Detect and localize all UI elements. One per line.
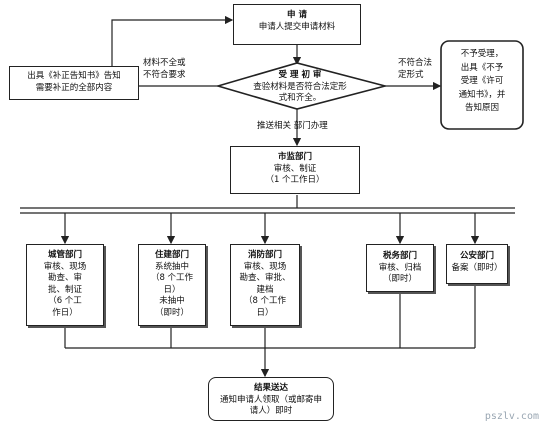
tax-dept-box: 税务部门 审核、归档 （即时） [366,244,434,292]
apply-text: 申请人提交申请材料 [258,21,336,32]
review-diamond [215,62,389,110]
urban-dept-box: 城管部门 审核、现场 勘查、审 批、制证 （6 个工 作日） [26,244,104,326]
apply-box: 申 请 申请人提交申请材料 [233,4,361,45]
tax-title: 税务部门 [382,251,417,261]
housing-dept-box: 住建部门 系统抽中 （8 个工作 日） 未抽中 （即时） [138,244,206,326]
correction-line-2: 需要补正的全部内容 [35,82,113,93]
fire-dept-box: 消防部门 审核、现场 勘查、审批、 建档 （8 个工作 日） [230,244,300,326]
review-line-2: 式和齐全。 [278,93,322,103]
housing-line-3: 日） [163,284,181,295]
urban-line-5: 作日） [52,307,78,318]
apply-title: 申 请 [287,10,307,20]
police-line-1: 备案（即时） [451,262,503,273]
reject-text: 不予受理， 出具《不予 受理《许可 通知书》，并 告知原因 [443,48,521,116]
police-title: 公安部门 [459,251,494,261]
label-incomplete-2: 不符合要求 [143,70,186,80]
tax-line-2: （即时） [382,274,417,284]
housing-title: 住建部门 [154,250,189,260]
fire-line-1: 审核、现场 [243,261,287,272]
reject-line-2: 出具《不予 [460,62,504,73]
reject-line-5: 告知原因 [464,103,499,113]
housing-line-1: 系统抽中 [154,261,189,272]
review-title: 受 理 初 审 [278,70,322,80]
review-line-1: 查验材料是否符合法定形 [253,81,347,92]
market-line-1: 审核、制证 [273,163,317,174]
result-box: 结果送达 通知申请人领取（或邮寄申 请人）即时 [208,377,334,421]
urban-line-3: 批、制证 [47,284,82,295]
fire-line-4: （8 个工作 [243,296,287,306]
correction-box: 出具《补正告知书》告知 需要补正的全部内容 [9,66,139,100]
urban-title: 城管部门 [47,250,82,260]
tax-line-1: 审核、归档 [378,262,422,273]
fire-title: 消防部门 [247,250,282,260]
label-nonconform-2: 定形式 [398,70,424,80]
review-text: 受 理 初 审 查验材料是否符合法定形 式和齐全。 [240,70,360,105]
police-dept-box: 公安部门 备案（即时） [446,244,508,284]
housing-line-4: 未抽中 [159,296,185,306]
market-dept-box: 市监部门 审核、制证 （1 个工作日） [230,146,360,194]
urban-line-2: 勘查、审 [47,273,82,283]
market-title: 市监部门 [277,152,312,162]
reject-box-outline [440,40,524,130]
watermark: pszlv.com [484,411,539,422]
housing-line-2: （8 个工作 [150,273,194,283]
label-incomplete-1: 材料不全或 [143,58,186,68]
fire-line-3: 建档 [256,284,274,295]
urban-line-1: 审核、现场 [43,261,87,272]
reject-line-4: 通知书》，并 [458,89,506,100]
label-nonconform-1: 不符合法 [398,58,433,68]
housing-line-5: （即时） [154,307,189,318]
correction-line-1: 出具《补正告知书》告知 [27,71,121,81]
urban-line-4: （6 个工 [48,296,82,306]
fire-line-2: 勘查、审批、 [239,273,291,283]
reject-line-1: 不予受理， [460,49,504,59]
fire-line-5: 日） [256,307,274,318]
market-line-2: （1 个工作日） [265,175,325,185]
result-line-1: 通知申请人领取（或邮寄申 [219,394,322,405]
result-title: 结果送达 [253,383,288,393]
result-line-2: 请人）即时 [249,406,293,416]
label-forward: 推送相关 部门办理 [257,121,328,131]
reject-line-3: 受理《许可 [460,76,504,86]
